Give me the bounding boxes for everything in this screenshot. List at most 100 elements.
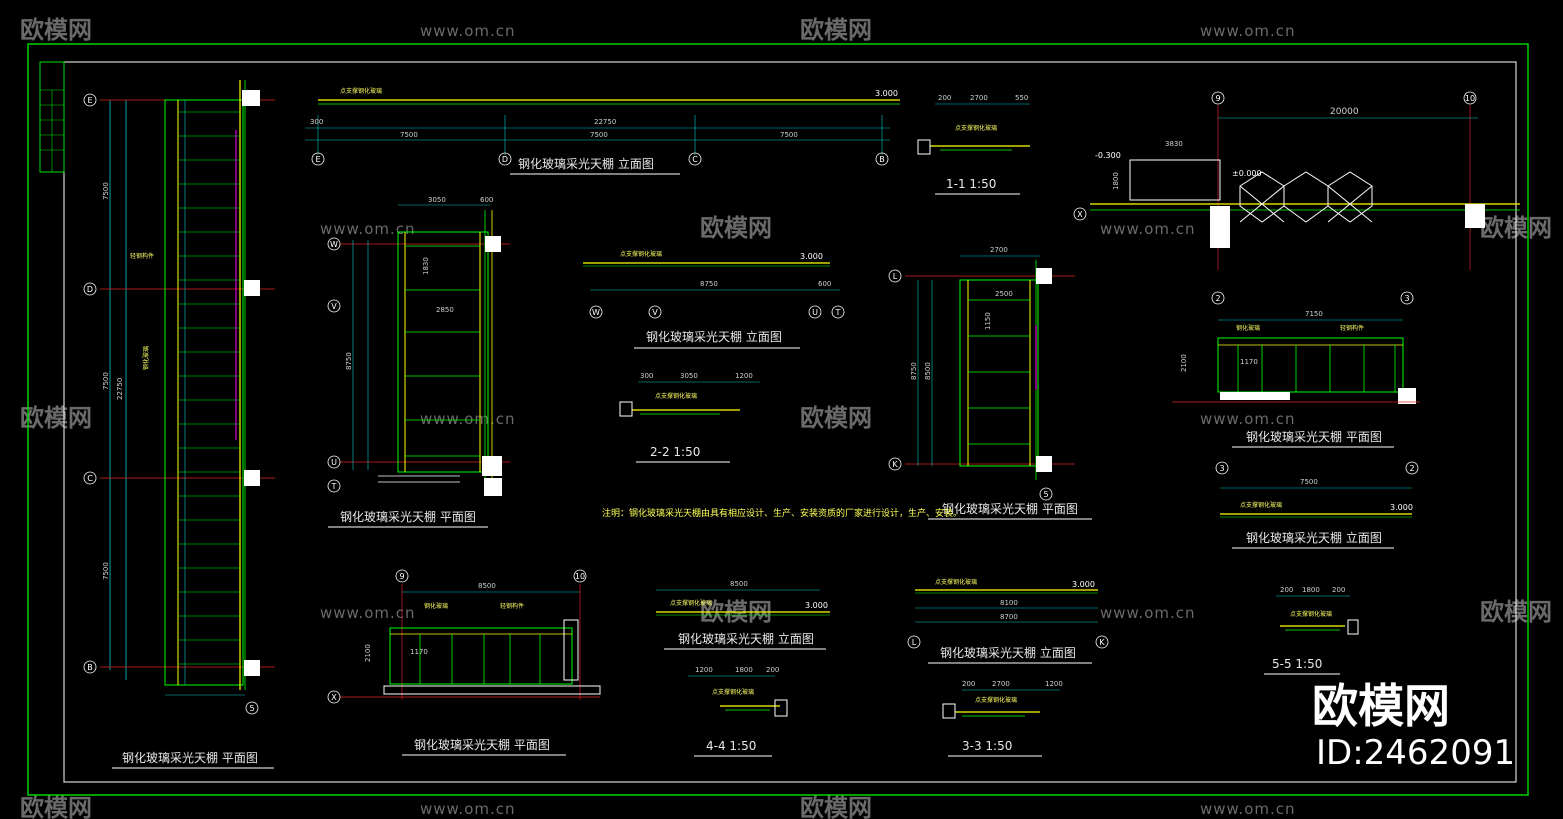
elev-right-level: 3.000 <box>1390 503 1413 512</box>
plan-mid-height-dim: 8750 <box>345 352 353 370</box>
axis-bubble: C <box>688 152 702 166</box>
plan-bottom-cell-dim: 1170 <box>410 648 428 656</box>
plan-center-right-caption: 钢化玻璃采光天棚 平面图 <box>942 501 1078 516</box>
section-5-glass-label: 点支撑钢化玻璃 <box>1290 610 1332 618</box>
axis-bubble-label: L <box>912 638 917 647</box>
elev-bottom-mid-drawing <box>656 589 830 616</box>
axis-bubble-label: V <box>652 308 658 317</box>
axis-bubble: X <box>327 690 341 704</box>
section-2-glass-label: 点支撑钢化玻璃 <box>655 392 697 400</box>
plan-left-bay-dim-1: 7500 <box>102 182 110 200</box>
axis-bubble-label: K <box>892 460 898 469</box>
section-5-dim-c: 200 <box>1332 586 1345 594</box>
watermark-logo-text: 欧模网 <box>700 214 772 242</box>
plan-center-right-width-dim: 2700 <box>990 246 1008 254</box>
section-1-dim-a: 200 <box>938 94 951 102</box>
top-right-height-dim: 1800 <box>1112 172 1120 190</box>
plan-bottom-glass-label: 钢化玻璃 <box>424 602 448 610</box>
axis-bubble-label: T <box>835 308 841 317</box>
plan-bottom-steel-label: 轻钢构件 <box>500 602 524 610</box>
axis-bubble: K <box>1095 635 1109 649</box>
plan-bottom-drawing <box>340 584 601 700</box>
axis-bubble-label: 9 <box>1215 94 1220 103</box>
axis-bubble-label: 10 <box>1465 94 1475 103</box>
elev-top-end-dim: 300 <box>310 118 323 126</box>
watermark-url-text: www.om.cn <box>420 410 516 428</box>
top-right-section-drawing <box>1090 105 1520 270</box>
plan-center-right-drawing <box>905 255 1075 480</box>
axis-bubble: V <box>648 305 662 319</box>
elev-right-caption: 钢化玻璃采光天棚 立面图 <box>1246 530 1382 545</box>
watermark-logo-text: 欧模网 <box>800 16 872 44</box>
axis-bubble-label: X <box>1077 210 1083 219</box>
watermark-logo-text: 欧模网 <box>800 404 872 432</box>
axis-bubble-label: U <box>331 458 337 467</box>
axis-bubble: X <box>1073 207 1087 221</box>
plan-center-right-cell-dim: 1150 <box>984 312 992 330</box>
axis-bubble-label: W <box>330 240 338 249</box>
axis-bubble: 5 <box>1039 487 1053 501</box>
axis-bubble-label: D <box>502 155 508 164</box>
elev-bottom-mid-level: 3.000 <box>805 601 828 610</box>
inner-border <box>63 61 1517 783</box>
axis-bubble-label: 10 <box>575 572 585 581</box>
elev-right-glass-label: 点支撑钢化玻璃 <box>1240 501 1282 509</box>
watermark-url-text: www.om.cn <box>320 220 416 238</box>
watermark-url-text: www.om.cn <box>320 604 416 622</box>
plan-left-drawing <box>100 80 275 696</box>
plan-center-right-inner-dim: 8500 <box>924 362 932 380</box>
elev-mid-glass-label: 点支撑钢化玻璃 <box>620 250 662 258</box>
section-4-drawing <box>688 675 788 717</box>
plan-left-caption: 钢化玻璃采光天棚 平面图 <box>122 750 258 765</box>
plan-right-caption: 钢化玻璃采光天棚 平面图 <box>1246 429 1382 444</box>
section-2-drawing <box>619 381 760 417</box>
elev-bottom-right-caption: 钢化玻璃采光天棚 立面图 <box>940 645 1076 660</box>
axis-bubble-label: X <box>331 693 337 702</box>
section-5-drawing <box>1276 595 1359 635</box>
top-right-level-a: -0.300 <box>1095 151 1121 160</box>
axis-bubble: 10 <box>573 569 587 583</box>
watermark-url-text: www.om.cn <box>1100 604 1196 622</box>
axis-bubble: U <box>327 455 341 469</box>
elev-bottom-mid-caption: 钢化玻璃采光天棚 立面图 <box>678 631 814 646</box>
axis-bubble-label: 2 <box>1409 464 1414 473</box>
plan-right-cell-dim: 1170 <box>1240 358 1258 366</box>
elev-bottom-mid-width-dim: 8500 <box>730 580 748 588</box>
axis-bubble-label: E <box>315 155 320 164</box>
plan-mid-cell-dim: 1830 <box>422 257 430 275</box>
watermark-logo-text: 欧模网 <box>800 794 872 819</box>
plan-bottom-width-dim: 8500 <box>478 582 496 590</box>
outer-border <box>27 43 1529 796</box>
section-4-glass-label: 点支撑钢化玻璃 <box>712 688 754 696</box>
axis-bubble-label: C <box>87 474 93 483</box>
axis-bubble-label: L <box>893 272 898 281</box>
axis-bubble-label: 5 <box>1043 490 1048 499</box>
elev-mid-caption: 钢化玻璃采光天棚 立面图 <box>646 329 782 344</box>
section-2-caption: 2-2 1:50 <box>650 445 700 459</box>
section-2-dim-c: 1200 <box>735 372 753 380</box>
axis-bubble-label: E <box>87 96 92 105</box>
plan-right-steel-label: 轻钢构件 <box>1340 324 1364 332</box>
plan-mid-inner-dim: 2850 <box>436 306 454 314</box>
elev-top-bay-dim-1: 7500 <box>400 131 418 139</box>
section-3-dim-a: 200 <box>962 680 975 688</box>
plan-center-right-axis-bubbles: L K 5 <box>888 269 1053 501</box>
axis-bubble: 10 <box>1463 91 1477 105</box>
elev-bottom-right-width-dim: 8100 <box>1000 599 1018 607</box>
axis-bubble-label: B <box>87 663 93 672</box>
plan-mid-drawing <box>340 204 510 496</box>
top-right-axis-bubbles: 9 10X <box>1073 91 1477 221</box>
watermark-logo-text: 欧模网 <box>20 794 92 819</box>
axis-bubble-label: 3 <box>1219 464 1224 473</box>
elev-top-bay-dim-2: 7500 <box>590 131 608 139</box>
section-5-caption: 5-5 1:50 <box>1272 657 1322 671</box>
axis-bubble: B <box>875 152 889 166</box>
section-1-dim-c: 550 <box>1015 94 1028 102</box>
plan-bottom-caption: 钢化玻璃采光天棚 平面图 <box>414 737 550 752</box>
top-right-width-dim: 3830 <box>1165 140 1183 148</box>
